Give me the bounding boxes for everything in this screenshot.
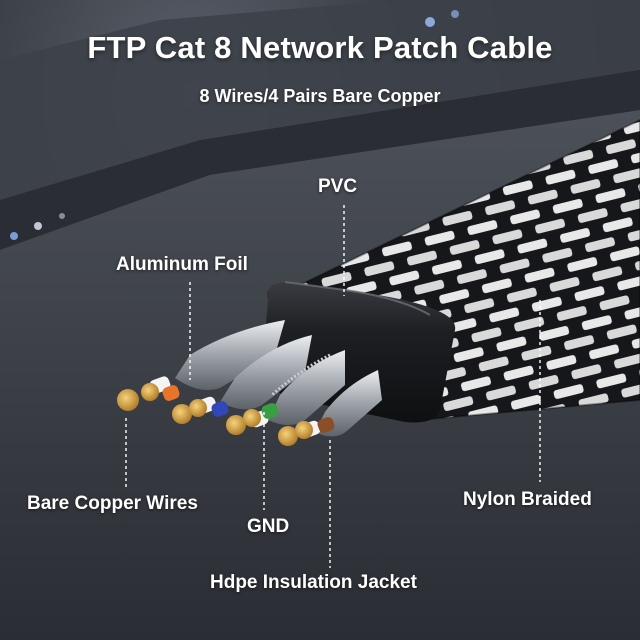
callout-nylon-braided: Nylon Braided [463, 489, 592, 510]
page-title: FTP Cat 8 Network Patch Cable [87, 30, 553, 65]
callout-pvc: PVC [318, 176, 358, 197]
page-subtitle: 8 Wires/4 Pairs Bare Copper [199, 86, 441, 106]
callout-aluminum-foil: Aluminum Foil [116, 254, 248, 275]
callout-gnd: GND [247, 516, 290, 537]
callout-bare-copper-wires: Bare Copper Wires [27, 493, 198, 514]
leader-lines [125, 205, 541, 568]
wire-ends [117, 376, 335, 446]
callout-hdpe-jacket: Hdpe Insulation Jacket [210, 572, 417, 593]
